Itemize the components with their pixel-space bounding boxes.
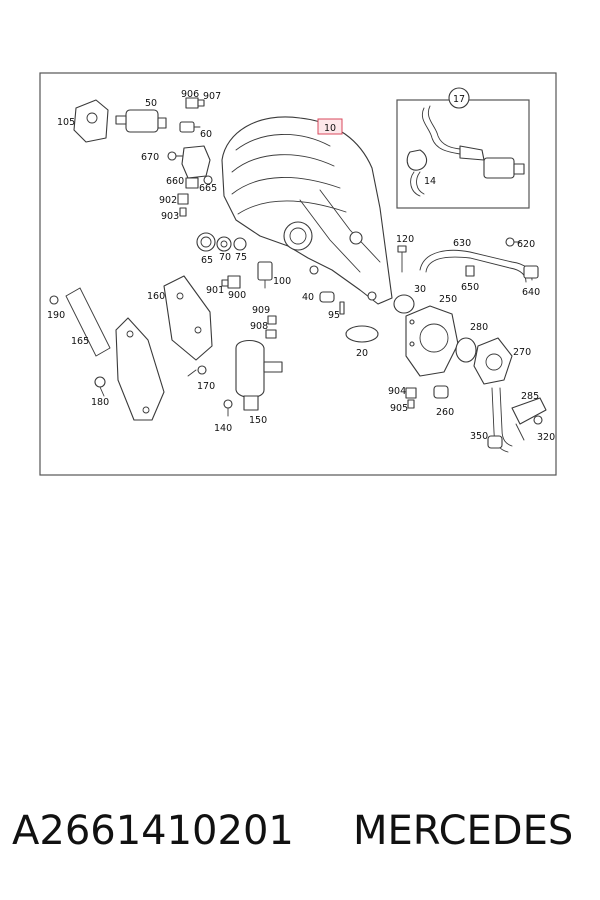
label-904: 904 (388, 386, 406, 397)
part-65 (196, 232, 216, 252)
part-95 (339, 301, 345, 315)
label-160: 160 (147, 291, 165, 302)
footer: A2661410201 MERCEDES (0, 808, 600, 868)
label-50: 50 (145, 98, 157, 109)
part-40 (319, 291, 335, 303)
part-165 (115, 317, 165, 421)
part-620 (505, 237, 521, 247)
part-75 (233, 237, 247, 251)
part-60 (179, 121, 201, 133)
label-907: 907 (203, 91, 221, 102)
label-906: 906 (181, 89, 199, 100)
label-620: 620 (517, 239, 535, 250)
part-640 (523, 265, 539, 279)
part-30 (393, 294, 415, 314)
label-903: 903 (161, 211, 179, 222)
label-909: 909 (252, 305, 270, 316)
label-901: 901 (206, 285, 224, 296)
part-350 (487, 387, 513, 453)
label-65: 65 (201, 255, 213, 266)
part-909 (267, 315, 277, 325)
label-670: 670 (141, 152, 159, 163)
part-190 (49, 287, 111, 357)
brand-name: MERCEDES (353, 808, 574, 854)
label-180: 180 (91, 397, 109, 408)
part-160 (163, 275, 213, 361)
part-50 (115, 109, 167, 133)
label-14: 14 (424, 176, 436, 187)
part-20 (345, 325, 379, 343)
part-650 (465, 265, 475, 277)
intake-manifold (221, 116, 393, 305)
highlight-box-10 (317, 118, 343, 135)
part-180 (94, 376, 106, 397)
part-number: A2661410201 (12, 808, 294, 854)
label-190: 190 (47, 310, 65, 321)
label-100: 100 (273, 276, 291, 287)
part-labels: 105 50 906 907 60 670 660 665 902 903 65… (47, 89, 555, 443)
label-270: 270 (513, 347, 531, 358)
part-285 (511, 397, 547, 441)
label-20: 20 (356, 348, 368, 359)
label-660: 660 (166, 176, 184, 187)
label-905: 905 (390, 403, 408, 414)
label-350: 350 (470, 431, 488, 442)
part-140 (223, 399, 233, 417)
label-650: 650 (461, 282, 479, 293)
part-120 (397, 245, 407, 273)
label-280: 280 (470, 322, 488, 333)
label-105: 105 (57, 117, 75, 128)
label-908: 908 (250, 321, 268, 332)
label-150: 150 (249, 415, 267, 426)
label-60: 60 (200, 129, 212, 140)
part-908 (265, 329, 277, 339)
label-170: 170 (197, 381, 215, 392)
label-320: 320 (537, 432, 555, 443)
label-165: 165 (71, 336, 89, 347)
part-665 (203, 175, 213, 185)
label-140: 140 (214, 423, 232, 434)
label-120: 120 (396, 234, 414, 245)
label-630: 630 (453, 238, 471, 249)
inset-callout-label: 17 (453, 94, 465, 105)
part-270 (473, 337, 513, 385)
label-250: 250 (439, 294, 457, 305)
label-95: 95 (328, 310, 340, 321)
part-170 (187, 365, 207, 377)
part-904 (405, 387, 417, 409)
part-260 (433, 385, 449, 399)
part-902 (177, 193, 189, 217)
part-250 (405, 305, 459, 377)
label-640: 640 (522, 287, 540, 298)
part-900 (221, 275, 241, 289)
label-665: 665 (199, 183, 217, 194)
part-105 (73, 99, 109, 143)
label-70: 70 (219, 252, 231, 263)
label-900: 900 (228, 290, 246, 301)
label-40: 40 (302, 292, 314, 303)
label-260: 260 (436, 407, 454, 418)
part-320 (533, 415, 543, 425)
inset-callout-circle (448, 87, 470, 109)
label-30: 30 (414, 284, 426, 295)
label-902: 902 (159, 195, 177, 206)
part-100 (257, 261, 273, 289)
part-70 (216, 236, 232, 252)
label-75: 75 (235, 252, 247, 263)
part-906 (185, 97, 205, 109)
inset-vacuum-hose (406, 105, 525, 197)
part-280 (455, 337, 477, 363)
label-10: 10 (324, 123, 336, 134)
part-150 (235, 339, 283, 411)
label-285: 285 (521, 391, 539, 402)
